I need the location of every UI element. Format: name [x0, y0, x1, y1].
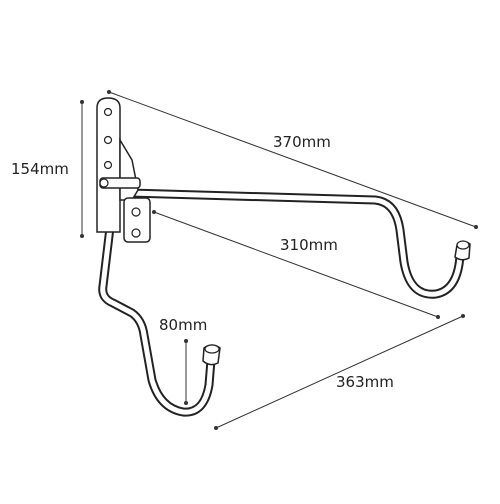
dim-end-dot	[80, 100, 84, 104]
dim-end-dot	[214, 426, 218, 430]
dim-end-dot	[461, 314, 465, 318]
lower-arm	[98, 181, 216, 417]
bolt-icon	[131, 228, 141, 238]
label-154mm: 154mm	[11, 160, 69, 178]
dim-line-363	[215, 315, 464, 429]
screw-hole	[103, 107, 113, 117]
dim-end-dot	[184, 401, 188, 405]
upper-arm	[125, 188, 465, 299]
label-370mm: 370mm	[273, 133, 331, 151]
screw-hole	[103, 135, 113, 145]
label-80mm: 80mm	[159, 316, 208, 334]
hinge-bracket	[99, 137, 151, 243]
dim-end-dot	[474, 225, 478, 229]
wall-mount-plate	[96, 97, 121, 233]
label-310mm: 310mm	[280, 236, 338, 254]
dim-line-310	[153, 211, 439, 318]
dim-end-dot	[436, 315, 440, 319]
dim-end-dot	[152, 210, 156, 214]
dim-end-dot	[107, 90, 111, 94]
right-hook-tip	[454, 240, 471, 261]
dim-line-370	[108, 91, 477, 228]
dim-end-dot	[184, 339, 188, 343]
lower-hook-tip	[202, 344, 221, 366]
screw-hole	[103, 160, 113, 170]
label-363mm: 363mm	[336, 373, 394, 391]
dim-end-dot	[80, 234, 84, 238]
bolt-icon	[131, 207, 141, 217]
